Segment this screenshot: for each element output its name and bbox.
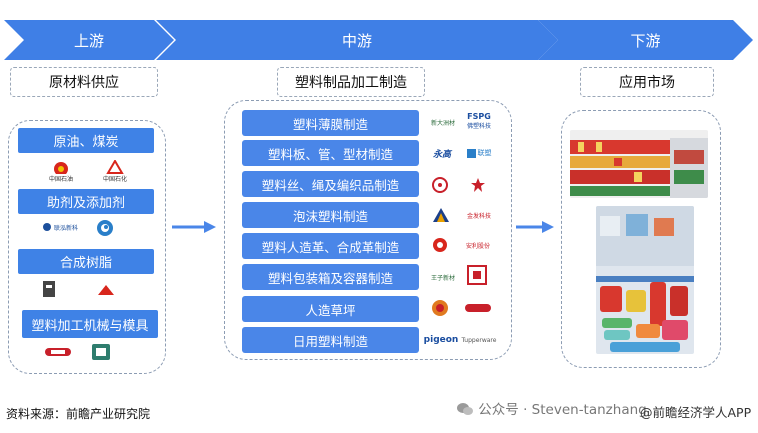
mountain-icon <box>433 208 449 222</box>
yonggao-name: 永高 <box>432 149 451 160</box>
supermarket-photo <box>570 130 708 198</box>
wave-icon <box>465 304 491 312</box>
upstream-header: 原材料供应 <box>10 67 158 97</box>
lianhong-icon <box>42 223 51 231</box>
chevron-shape <box>4 20 174 60</box>
liansu-icon <box>466 148 476 158</box>
xindazhou-logo: 新大洲材 <box>428 115 458 129</box>
downstream-label: 下游 <box>630 31 661 50</box>
pigeon-name: pigeon <box>423 335 459 345</box>
resin-logo-left <box>38 278 60 300</box>
kingfa-logo: 金发科技 <box>462 207 496 223</box>
swirl-logo <box>94 218 116 238</box>
lianhong-logo: 联泓新科 <box>40 220 80 234</box>
downstream-chevron: 下游 <box>538 20 753 60</box>
resin-logo-right <box>96 283 116 297</box>
upstream-label: 上游 <box>73 31 104 50</box>
liansu-name: 联塑 <box>477 149 492 157</box>
star-icon <box>471 178 485 192</box>
upstream-item: 合成树脂 <box>18 249 154 274</box>
chevron-shape <box>156 20 558 60</box>
wechat-icon <box>457 403 473 415</box>
flower-icon <box>432 177 448 193</box>
sinopec-logo: 中国石化 <box>98 158 132 184</box>
fspg-name: 佛塑科技 <box>466 123 491 130</box>
midstream-item: 塑料丝、绳及编织品制造 <box>242 171 419 197</box>
petrochina-logo: 中国石油 <box>44 158 78 184</box>
arrow-right-icon <box>516 221 554 233</box>
shelf-image <box>570 130 708 198</box>
midstream-item: 泡沫塑料制造 <box>242 202 419 228</box>
midstream-label: 中游 <box>341 31 372 50</box>
app-credit: @前瞻经济学人APP <box>640 405 752 420</box>
row5-left-logo <box>430 236 450 254</box>
midstream-item: 塑料板、管、型材制造 <box>242 140 419 166</box>
arrow-right-icon <box>172 221 216 233</box>
midstream-item: 塑料薄膜制造 <box>242 110 419 136</box>
lianhong-name: 联泓新科 <box>53 224 78 232</box>
upstream-item: 塑料加工机械与模具 <box>22 310 158 338</box>
anli-logo: 安利股份 <box>460 238 496 252</box>
mould-logo <box>90 342 112 362</box>
tupperware-logo: Tupperware <box>460 333 498 347</box>
seal-icon <box>467 265 487 285</box>
row3-left-logo <box>430 176 450 194</box>
liansu-logo: 联塑 <box>464 146 494 160</box>
sinopec-name: 中国石化 <box>102 175 127 183</box>
fspg-mark: FSPG <box>467 112 491 121</box>
source-note: 资料来源：前瞻产业研究院 <box>6 407 151 421</box>
machinery-logo <box>44 346 72 358</box>
plastic-containers-image <box>596 206 694 354</box>
petrochina-icon <box>54 161 68 174</box>
badge-icon <box>92 344 110 360</box>
machinery-icon <box>45 348 71 356</box>
midstream-item: 日用塑料制造 <box>242 327 419 353</box>
tupperware-name: Tupperware <box>461 336 497 344</box>
anli-name: 安利股份 <box>465 242 490 250</box>
xindazhou-name: 新大洲材 <box>430 119 455 127</box>
wangzi-name: 王子新材 <box>430 274 455 282</box>
midstream-item: 人造草坪 <box>242 296 419 322</box>
sinopec-icon <box>106 159 124 174</box>
emblem-icon <box>432 300 448 316</box>
pigeon-logo: pigeon <box>423 333 459 347</box>
row3-right-logo <box>468 176 488 194</box>
circle-badge-icon <box>433 238 447 252</box>
upstream-item: 原油、煤炭 <box>18 128 154 153</box>
watermark-text: 公众号 · Steven-tanzhang <box>478 402 647 418</box>
wangzi-logo: 王子新材 <box>426 270 460 284</box>
triangle-icon <box>98 285 114 295</box>
midstream-item: 塑料包装箱及容器制造 <box>242 264 419 290</box>
row7-left-logo <box>430 298 450 318</box>
plastic-goods-photo <box>596 206 694 354</box>
petrochina-name: 中国石油 <box>48 175 73 183</box>
midstream-chevron: 中游 <box>156 20 558 60</box>
kingfa-name: 金发科技 <box>466 212 491 220</box>
row4-left-logo <box>430 205 452 225</box>
downstream-header: 应用市场 <box>580 67 714 97</box>
yonggao-logo: 永高 <box>426 146 458 160</box>
factory-icon <box>43 281 55 297</box>
midstream-item: 塑料人造革、合成革制造 <box>242 233 419 259</box>
upstream-item: 助剂及添加剂 <box>18 189 154 214</box>
midstream-header: 塑料制品加工制造 <box>277 67 425 97</box>
row7-right-logo <box>464 302 492 314</box>
seal-logo <box>466 264 488 286</box>
swirl-icon <box>97 220 113 236</box>
wechat-watermark: 公众号 · Steven-tanzhang <box>456 398 647 418</box>
upstream-chevron: 上游 <box>4 20 174 60</box>
fspg-logo: FSPG 佛塑科技 <box>464 110 494 132</box>
chevron-shape <box>538 20 753 60</box>
